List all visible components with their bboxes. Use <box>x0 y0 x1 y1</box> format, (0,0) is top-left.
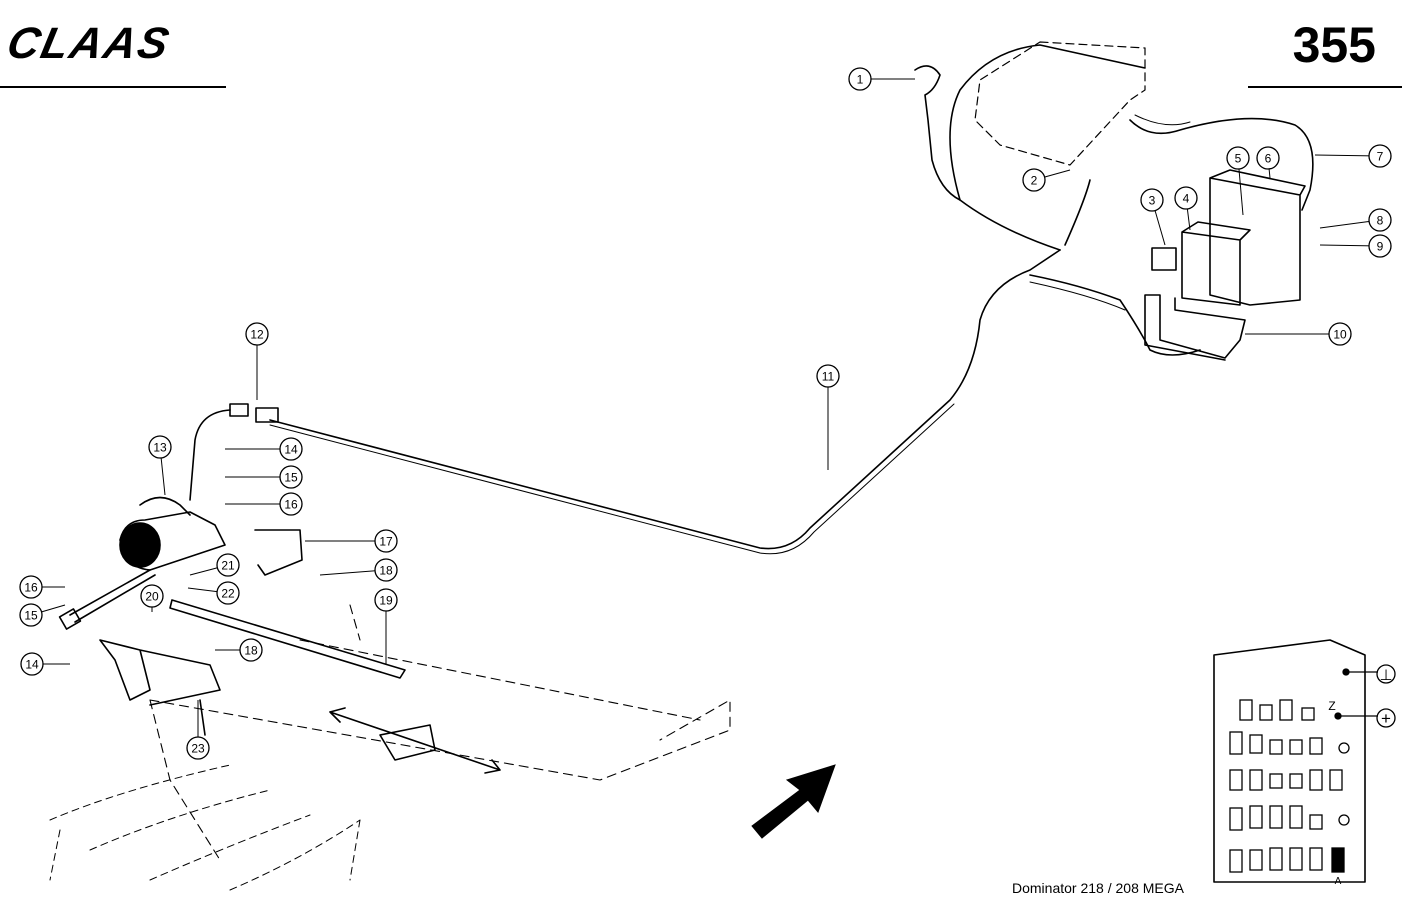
callout-14: 14 <box>20 652 70 676</box>
fuse-label-a: A <box>1335 876 1342 887</box>
callout-label: 12 <box>250 328 264 342</box>
fuse-map-outline <box>1213 639 1366 883</box>
relay-box-6 <box>1209 169 1306 306</box>
fuse-row-2 <box>1229 731 1350 755</box>
callout-label: 17 <box>379 535 393 549</box>
callout-11: 11 <box>816 364 840 470</box>
callout-label: 1 <box>857 73 864 87</box>
callout-label: 11 <box>822 370 835 384</box>
connector-12b <box>255 407 279 423</box>
fuse-row-4 <box>1229 805 1350 831</box>
fuse-row-1 <box>1239 699 1315 721</box>
callout-1: 1 <box>848 67 915 91</box>
callout-label: 15 <box>24 609 38 623</box>
callout-label: 20 <box>145 590 159 604</box>
page-number: 355 <box>1292 17 1376 73</box>
callout-label: 3 <box>1149 194 1156 208</box>
plug-1 <box>914 65 961 201</box>
frame-dashed <box>149 604 731 861</box>
callout-15: 15 <box>19 603 66 627</box>
callout-9: 9 <box>1319 234 1392 258</box>
callout-label: 18 <box>244 644 258 658</box>
callout-label: 4 <box>1183 192 1190 206</box>
callout-7: 7 <box>1314 144 1392 168</box>
callout-label: 16 <box>24 581 38 595</box>
callout-6: 6 <box>1256 146 1280 179</box>
callout-15: 15 <box>225 465 303 489</box>
main-cable-shadow <box>269 403 955 555</box>
guide-fingers <box>49 764 361 891</box>
actuator-rod <box>69 569 156 623</box>
fuse-panel-outline <box>974 41 1146 166</box>
callout-label: 14 <box>25 658 39 672</box>
callout-10: 10 <box>1245 322 1352 346</box>
connector-12a <box>229 403 249 417</box>
callout-17: 17 <box>305 529 398 553</box>
fuse-label-z: Z <box>1328 699 1335 713</box>
relay-cable <box>1029 274 1201 356</box>
callout-18: 18 <box>319 558 398 582</box>
callout-2: 2 <box>1022 168 1071 192</box>
callout-20: 20 <box>140 584 164 612</box>
lever-23 <box>99 639 221 706</box>
main-cable <box>269 249 1061 550</box>
callout-label: 16 <box>284 498 298 512</box>
callout-8: 8 <box>1319 208 1392 232</box>
callout-14: 14 <box>225 437 303 461</box>
callout-label: 19 <box>379 594 393 608</box>
bar-19 <box>169 599 406 679</box>
callout-label: 5 <box>1235 152 1242 166</box>
callout-12: 12 <box>245 322 269 400</box>
callout-label: 21 <box>221 559 235 573</box>
relay-3 <box>1151 247 1177 271</box>
callout-16: 16 <box>225 492 303 516</box>
ground-symbol: ⊥ <box>1379 667 1392 684</box>
header-rule-left <box>0 86 226 88</box>
relay-4 <box>1181 221 1251 306</box>
callout-label: 2 <box>1031 174 1038 188</box>
callout-3: 3 <box>1140 188 1166 246</box>
harness-loop <box>949 44 1146 251</box>
callout-16: 16 <box>19 575 65 599</box>
footer-model: Dominator 218 / 208 MEGA <box>1012 880 1184 896</box>
callout-22: 22 <box>187 581 240 605</box>
callout-label: 18 <box>379 564 393 578</box>
callout-19: 19 <box>374 588 398 665</box>
fuse-row-5 <box>1229 847 1345 873</box>
header-rule-right <box>1248 86 1402 88</box>
callout-18: 18 <box>215 638 263 662</box>
callout-23: 23 <box>186 700 210 760</box>
callout-label: 15 <box>284 471 298 485</box>
callout-13: 13 <box>148 435 172 496</box>
callout-label: 10 <box>1333 328 1347 342</box>
callout-21: 21 <box>189 553 240 577</box>
plus-symbol: + <box>1381 709 1391 728</box>
callout-label: 14 <box>284 443 298 457</box>
callout-label: 6 <box>1265 152 1272 166</box>
callout-label: 22 <box>221 587 235 601</box>
bracket-17 <box>254 529 303 576</box>
callout-label: 8 <box>1377 214 1384 228</box>
travel-direction-arrow <box>751 764 836 839</box>
callout-label: 7 <box>1377 150 1384 164</box>
adjust-plate <box>379 724 436 761</box>
callout-5: 5 <box>1226 146 1250 216</box>
cable-7 <box>1129 117 1314 211</box>
callout-label: 23 <box>191 742 205 756</box>
adjust-arrow <box>329 707 501 774</box>
callout-label: 13 <box>153 441 167 455</box>
fuse-row-3 <box>1229 769 1343 791</box>
bracket-10 <box>1144 294 1246 361</box>
callout-label: 9 <box>1377 240 1384 254</box>
callout-4: 4 <box>1174 186 1198 231</box>
